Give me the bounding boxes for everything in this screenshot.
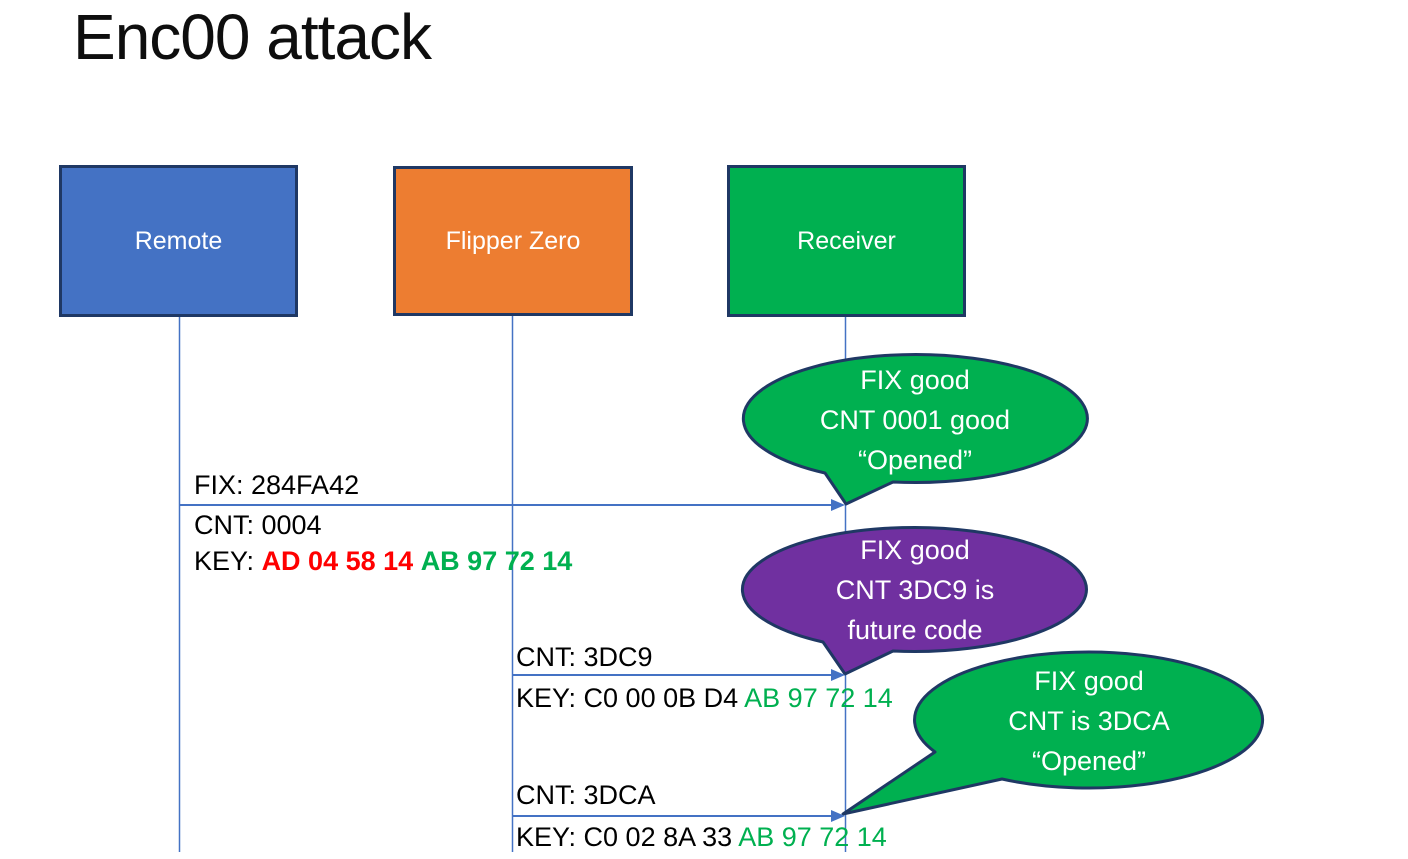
message-arrowhead-2	[831, 669, 845, 681]
message-1-fix-text: FIX: 284FA42	[194, 470, 360, 500]
actor-label-receiver: Receiver	[797, 226, 896, 255]
message-2-cnt-label: CNT: 3DC9	[516, 640, 653, 674]
message-2-key-green-bytes: AB 97 72 14	[744, 683, 893, 713]
message-1-cnt-label: CNT: 0004	[194, 508, 322, 542]
message-3-cnt-label: CNT: 3DCA	[516, 778, 656, 812]
actor-box-receiver: Receiver	[727, 165, 966, 317]
callout-bubble-2	[740, 525, 1088, 676]
page-title: Enc00 attack	[73, 1, 432, 73]
message-1-key-label: KEY: AD 04 58 14 AB 97 72 14	[194, 544, 572, 578]
message-1-key-green-bytes: AB 97 72 14	[420, 546, 573, 576]
actor-box-remote: Remote	[59, 165, 298, 317]
message-arrowhead-1	[831, 499, 845, 511]
message-3-key-label: KEY: C0 02 8A 33 AB 97 72 14	[516, 820, 887, 854]
message-2-key-label: KEY: C0 00 0B D4 AB 97 72 14	[516, 681, 893, 715]
callout-bubble-3	[841, 650, 1265, 816]
message-3-key-green-bytes: AB 97 72 14	[738, 822, 887, 852]
message-1-cnt-text: CNT: 0004	[194, 510, 322, 540]
message-3-key-prefix: KEY: C0 02 8A 33	[516, 822, 733, 852]
message-arrowhead-3	[831, 810, 845, 822]
actor-box-flipper-zero: Flipper Zero	[393, 166, 633, 316]
message-2-cnt-text: CNT: 3DC9	[516, 642, 653, 672]
message-1-key-prefix: KEY:	[194, 546, 255, 576]
message-1-fix-label: FIX: 284FA42	[194, 468, 359, 502]
actor-label-flipper-zero: Flipper Zero	[445, 226, 581, 255]
message-3-cnt-text: CNT: 3DCA	[516, 780, 656, 810]
callout-bubble-1	[741, 353, 1089, 506]
message-2-key-prefix: KEY: C0 00 0B D4	[516, 683, 739, 713]
actor-label-remote: Remote	[134, 226, 223, 255]
message-1-key-red-bytes: AD 04 58 14	[261, 546, 414, 576]
